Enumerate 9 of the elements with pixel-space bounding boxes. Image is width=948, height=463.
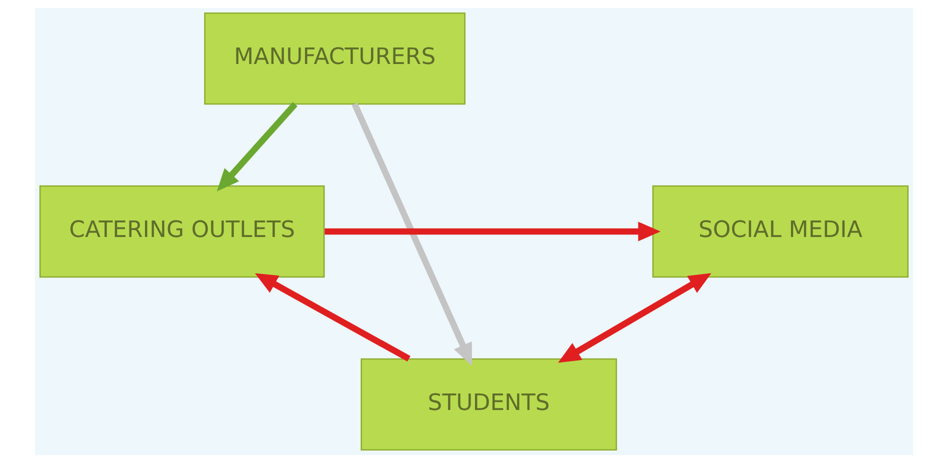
node-box: SOCIAL MEDIA [652, 185, 909, 278]
arrow [324, 222, 661, 242]
arrow [216, 102, 298, 192]
arrow [558, 273, 712, 363]
node-box: MANUFACTURERS [204, 12, 466, 105]
node-box: CATERING OUTLETS [39, 185, 325, 278]
arrow [352, 102, 472, 366]
node-box: STUDENTS [360, 358, 617, 451]
arrow [254, 273, 410, 362]
